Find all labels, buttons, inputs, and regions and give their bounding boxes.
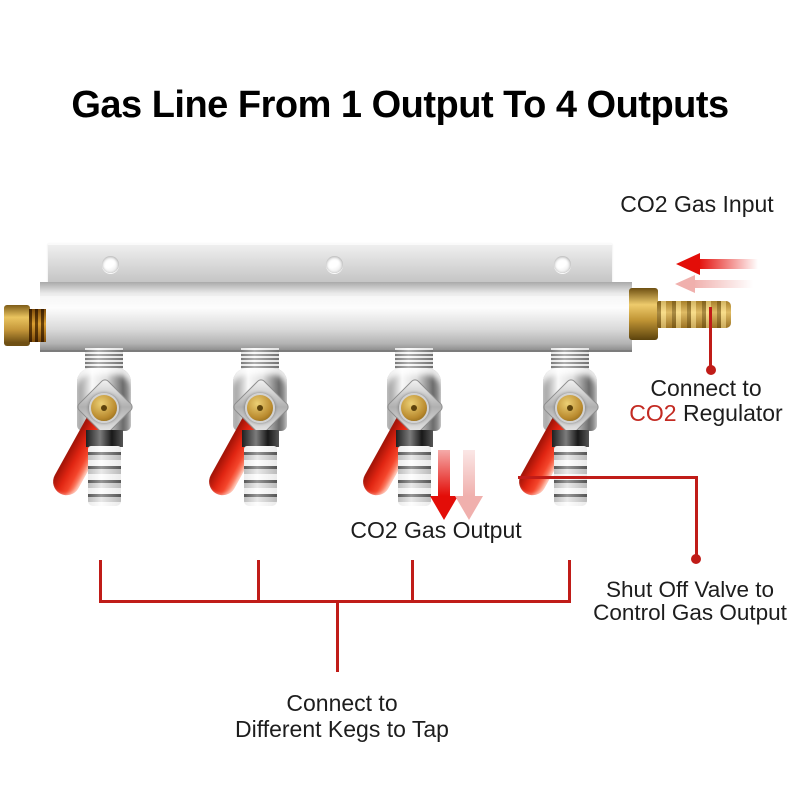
gas-output-arrow-down-icon <box>430 450 458 520</box>
gas-input-arrow-left-icon <box>676 253 760 275</box>
valve-assembly-3 <box>354 348 474 513</box>
gas-input-label: CO2 Gas Input <box>620 191 774 217</box>
valve-hex-nut <box>552 430 589 447</box>
input-fitting-hex-nut <box>629 288 658 340</box>
valve-handle-screw <box>245 393 275 423</box>
valve-hex-nut <box>86 430 123 447</box>
valve-output-barb <box>398 446 431 506</box>
valve-hex-nut <box>242 430 279 447</box>
input-fitting-barb <box>657 301 731 328</box>
kegs-label-line1: Connect to <box>286 690 398 716</box>
valve-output-barb <box>88 446 121 506</box>
valve-output-barb <box>244 446 277 506</box>
shutoff-valve-label: Shut Off Valve to Control Gas Output <box>577 578 800 624</box>
kegs-bracket-tick-2 <box>257 560 260 603</box>
valve-handle-screw <box>89 393 119 423</box>
regulator-label: Connect to CO2 Regulator <box>611 376 800 426</box>
kegs-bracket-tick-1 <box>99 560 102 603</box>
valve-assembly-1 <box>44 348 164 513</box>
kegs-bracket-tick-3 <box>411 560 414 603</box>
valve-assembly-2 <box>200 348 320 513</box>
regulator-label-rest: Regulator <box>676 400 783 426</box>
shutoff-label-line2: Control Gas Output <box>593 600 787 625</box>
regulator-pointer-line <box>709 307 712 369</box>
kegs-bracket-bar <box>99 600 571 603</box>
kegs-bracket-tick-4 <box>568 560 571 603</box>
regulator-label-co2: CO2 <box>629 400 677 426</box>
mounting-hole <box>102 256 119 273</box>
left-brass-plug-hex <box>4 305 30 346</box>
left-brass-plug-threads <box>29 309 46 342</box>
shutoff-pointer-dot <box>691 554 701 564</box>
manifold-body <box>40 296 632 352</box>
valve-stem <box>85 348 123 369</box>
mounting-hole <box>554 256 571 273</box>
shutoff-label-line1: Shut Off Valve to <box>605 577 774 602</box>
regulator-pointer-dot <box>706 365 716 375</box>
valve-hex-nut <box>396 430 433 447</box>
shutoff-pointer-line-horizontal <box>518 476 698 479</box>
valve-handle-screw <box>399 393 429 423</box>
gas-output-arrow-down-faded-icon <box>455 450 483 520</box>
manifold-mounting-flange <box>48 243 612 285</box>
gas-input-arrow-left-faded-icon <box>675 275 757 293</box>
page-title: Gas Line From 1 Output To 4 Outputs <box>71 84 729 126</box>
valve-stem <box>241 348 279 369</box>
valve-handle-screw <box>555 393 585 423</box>
kegs-label: Connect to Different Kegs to Tap <box>217 690 467 742</box>
kegs-label-line2: Different Kegs to Tap <box>235 716 449 742</box>
regulator-label-line1: Connect to <box>650 375 762 401</box>
mounting-hole <box>326 256 343 273</box>
valve-assembly-4 <box>510 348 630 513</box>
shutoff-pointer-line-vertical <box>695 476 698 561</box>
valve-stem <box>395 348 433 369</box>
gas-output-label: CO2 Gas Output <box>350 517 522 543</box>
manifold-bevel-edge <box>40 282 632 298</box>
kegs-bracket-stem <box>336 600 339 672</box>
valve-stem <box>551 348 589 369</box>
